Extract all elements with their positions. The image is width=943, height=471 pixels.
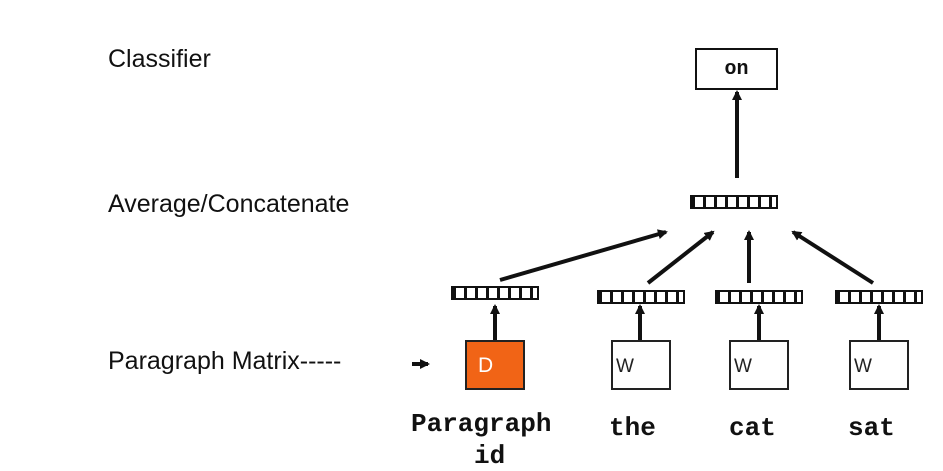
paragraph-id-label-line1: Paragraph bbox=[411, 409, 552, 439]
word-label-sat: sat bbox=[848, 413, 895, 443]
classifier-label: Classifier bbox=[108, 45, 211, 73]
word-vector-sat bbox=[835, 290, 923, 304]
output-word: on bbox=[724, 58, 749, 81]
average-vector bbox=[690, 195, 778, 209]
arrow-d-to-average bbox=[499, 229, 668, 282]
word-matrix-box-sat: W bbox=[849, 340, 909, 390]
word-matrix-letter: W bbox=[616, 356, 634, 377]
paragraph-matrix-label: Paragraph Matrix----- bbox=[108, 347, 342, 375]
word-matrix-box-the: W bbox=[611, 340, 671, 390]
arrow-sat-to-average bbox=[791, 230, 875, 285]
word-label-the: the bbox=[609, 413, 656, 443]
word-matrix-letter: W bbox=[734, 356, 752, 377]
word-label-cat: cat bbox=[729, 413, 776, 443]
word-matrix-box-cat: W bbox=[729, 340, 789, 390]
word-vector-cat bbox=[715, 290, 803, 304]
word-vector-the bbox=[597, 290, 685, 304]
word-matrix-letter: W bbox=[854, 356, 872, 377]
average-concatenate-label: Average/Concatenate bbox=[108, 190, 350, 218]
paragraph-matrix-box: D bbox=[465, 340, 525, 390]
paragraph-matrix-letter: D bbox=[478, 354, 494, 377]
output-word-box: on bbox=[695, 48, 778, 90]
paragraph-id-label-line2: id bbox=[474, 441, 506, 471]
arrow-the-to-average bbox=[646, 230, 715, 285]
paragraph-vector bbox=[451, 286, 539, 300]
